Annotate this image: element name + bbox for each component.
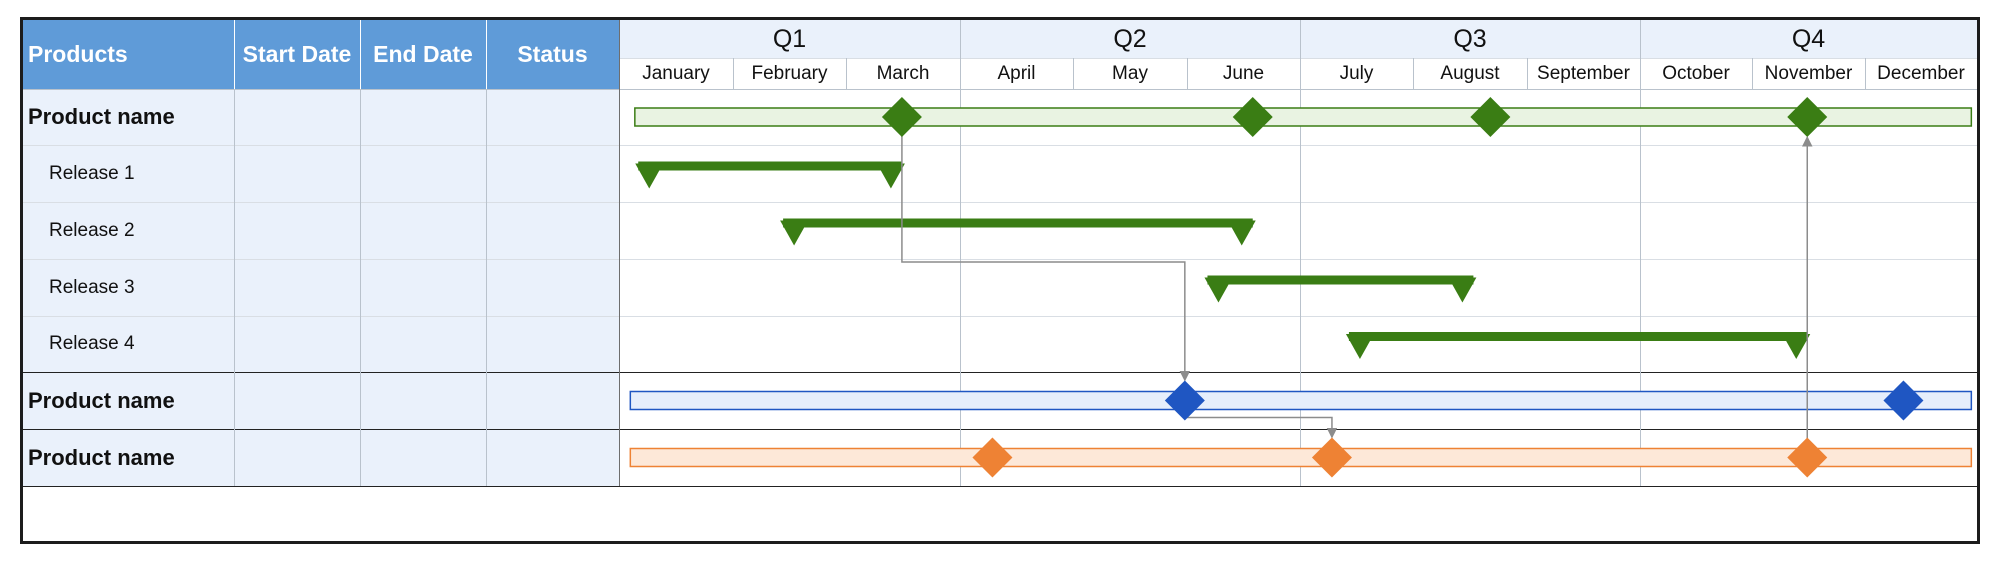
row-divider [23,259,1977,260]
green-summary-bar [634,107,1973,127]
month-divider [1413,58,1414,89]
month-header-june: June [1222,62,1265,84]
end-date-header: End Date [360,20,486,89]
release-end-marker [876,163,905,189]
row-divider [23,145,1977,146]
group-divider [23,372,1977,373]
release-bar [783,218,1253,228]
release-end-marker [1227,220,1256,246]
month-header-may: May [1112,62,1148,84]
blue-milestone-marker [1883,380,1924,421]
month-divider [1865,58,1866,89]
quarter-header-q4: Q4 [1640,20,1977,58]
month-divider [846,58,847,89]
table-timeline-divider [619,20,620,486]
product-row-label: Product name [28,387,175,413]
green-milestone-marker [1787,97,1828,137]
column-divider [234,89,235,486]
month-header-october: October [1662,62,1730,84]
release-start-marker [780,220,809,246]
release-start-marker [1204,277,1233,303]
quarter-header-q2: Q2 [960,20,1300,58]
month-divider [1527,58,1528,89]
month-header-january: January [642,62,710,84]
month-header-august: August [1440,62,1500,84]
dependency-connector [901,117,1191,382]
month-divider [1752,58,1753,89]
release-end-marker [1448,277,1477,303]
quarter-divider [1640,20,1641,486]
header-bottom-line [23,89,1977,90]
group-divider [23,429,1977,430]
orange-milestone-marker [1311,437,1352,478]
green-milestone-marker [881,97,922,137]
release-row-label: Release 3 [49,276,135,298]
month-header-february: February [751,62,828,84]
column-divider [360,89,361,486]
month-divider [1073,58,1074,89]
quarter-divider [1300,20,1301,486]
orange-summary-bar [629,447,1973,468]
release-row-label: Release 2 [49,219,135,241]
month-header-july: July [1339,62,1374,84]
product-row-label: Product name [28,444,175,470]
row-divider [23,202,1977,203]
release-end-marker [1782,334,1811,359]
column-divider [486,89,487,486]
blue-summary-bar [629,390,1973,411]
status-header: Status [486,20,619,89]
month-header-december: December [1877,62,1965,84]
green-milestone-marker [1470,97,1511,137]
month-header-march: March [876,62,930,84]
month-header-april: April [997,62,1036,84]
quarter-header-q3: Q3 [1300,20,1640,58]
release-start-marker [1345,334,1374,359]
start-date-header: Start Date [234,20,360,89]
blue-milestone-marker [1164,380,1205,421]
table-bottom-line [23,486,1977,487]
release-start-marker [635,163,664,189]
header-divider [360,20,361,89]
release-row-label: Release 4 [49,333,135,354]
header-grid-line [619,58,1977,59]
month-divider [733,58,734,89]
quarter-divider [960,20,961,486]
table-body-background [23,89,619,486]
orange-milestone-marker [1787,437,1828,478]
header-divider [486,20,487,89]
release-bar [638,161,902,171]
release-row-label: Release 1 [49,162,135,184]
orange-milestone-marker [972,437,1013,478]
products-header: Products [23,20,234,89]
product-row-label: Product name [28,104,175,129]
quarter-header-q1: Q1 [619,20,960,58]
green-milestone-marker [1232,97,1273,137]
header-divider [234,20,235,89]
release-bar [1348,332,1808,341]
month-header-september: September [1537,62,1630,84]
row-divider [23,316,1977,317]
month-header-november: November [1764,62,1853,84]
release-bar [1207,275,1474,285]
month-divider [1187,58,1188,89]
